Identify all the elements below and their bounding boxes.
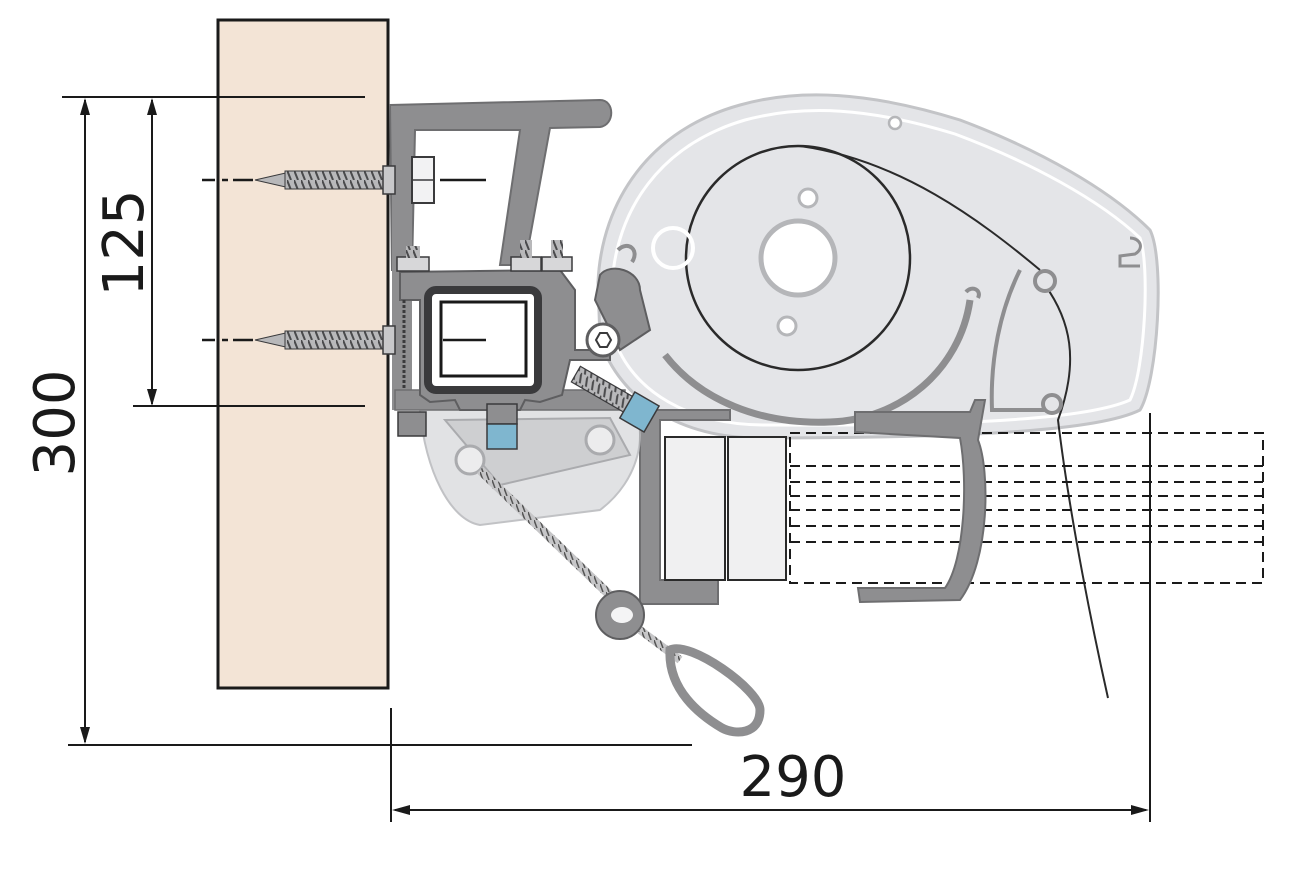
roller-axle (758, 218, 838, 298)
cassette-housing (596, 93, 1160, 699)
tension-spring (476, 466, 765, 737)
dimension-300-label: 300 (23, 370, 88, 477)
dimension-125 (133, 98, 365, 407)
tilt-adjustment-bolt (570, 243, 661, 434)
dimension-300 (62, 96, 692, 746)
dimension-290-label: 290 (740, 745, 847, 810)
retracted-fabric-dashed (789, 432, 1264, 584)
dimension-125-label: 125 (92, 190, 157, 297)
cassette-lower-block (639, 409, 787, 605)
wall-screw-upper (254, 156, 435, 204)
arm-hinge (418, 398, 641, 527)
screw-centerlines (202, 178, 486, 342)
wall (216, 18, 390, 690)
cable-eyelet (665, 644, 765, 737)
wall-screw-lower (254, 325, 396, 355)
front-profile (854, 399, 987, 604)
